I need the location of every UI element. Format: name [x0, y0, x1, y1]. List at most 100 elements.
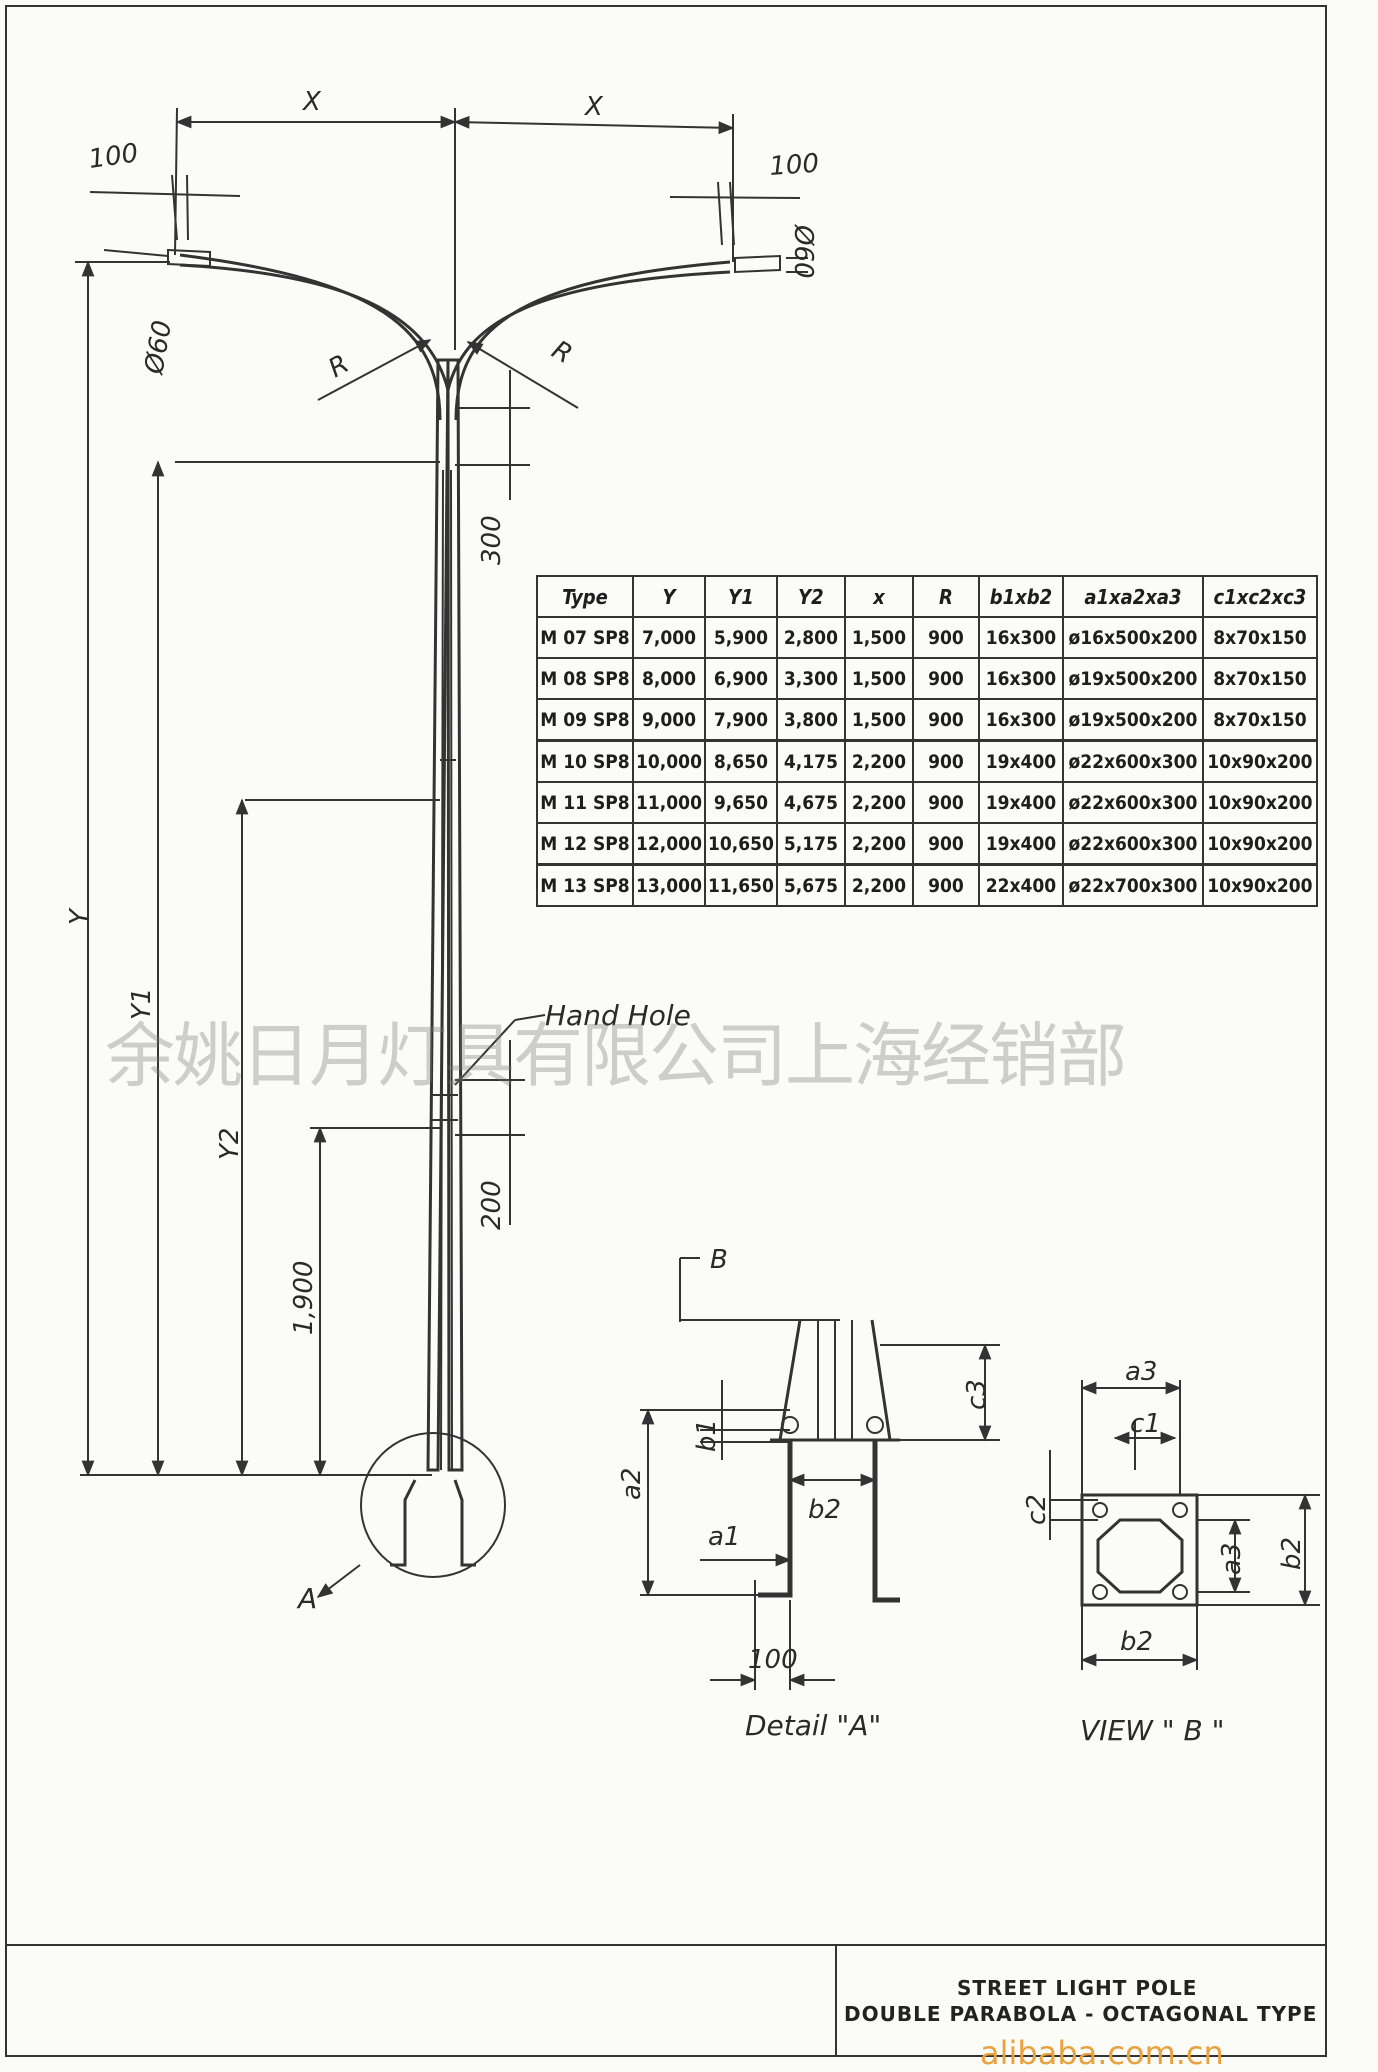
table-cell: ø22x600x300 [1061, 739, 1204, 783]
table-cell: 10x90x200 [1201, 822, 1318, 866]
th-type: Type [536, 575, 634, 618]
spec-table: Type Y Y1 Y2 x R b1xb2 a1xa2xa3 c1xc2xc3… [536, 575, 1318, 907]
table-cell: 900 [911, 616, 980, 659]
sheet-border [5, 5, 1327, 2057]
table-cell: 1,500 [843, 657, 914, 700]
table-cell: 3,800 [775, 698, 846, 742]
table-cell: ø22x600x300 [1061, 822, 1204, 866]
th-c: c1xc2xc3 [1201, 575, 1318, 618]
table-cell: 10,650 [703, 822, 778, 866]
table-cell: 10x90x200 [1201, 863, 1318, 907]
table-cell: 2,200 [843, 739, 914, 783]
table-cell: 10x90x200 [1201, 781, 1318, 824]
view-b2-bottom: b2 [1120, 1627, 1153, 1657]
base-anchor-small [390, 1479, 476, 1567]
table-cell: 22x400 [977, 863, 1064, 907]
dim-y1: Y1 [127, 988, 157, 1020]
table-cell: 16x300 [977, 657, 1064, 700]
pole [426, 358, 464, 1472]
table-cell: 900 [911, 822, 980, 866]
dim-dia-right: Ø60 [788, 224, 818, 279]
th-a: a1xa2xa3 [1061, 575, 1204, 618]
detail-a-drawing [640, 1257, 1000, 1690]
table-cell: 1,500 [843, 698, 914, 742]
dim-200: 200 [477, 1180, 507, 1230]
detail-a2: a2 [617, 1468, 647, 1500]
table-cell: 16x300 [977, 616, 1064, 659]
table-cell: 900 [911, 657, 980, 700]
detail-c3: c3 [962, 1379, 992, 1410]
dim-100-left: 100 [87, 138, 140, 175]
table-cell: 11,000 [632, 781, 706, 824]
table-cell: ø16x500x200 [1061, 616, 1204, 659]
detail-a-circle [360, 1432, 506, 1578]
view-c2: c2 [1022, 1494, 1052, 1525]
table-cell: 3,300 [775, 657, 846, 700]
pole-arms [167, 248, 781, 421]
table-cell: 1,500 [843, 616, 914, 659]
th-b: b1xb2 [977, 575, 1064, 618]
view-b-caption: VIEW " B " [1080, 1714, 1224, 1747]
table-cell: M 11 SP8 [536, 781, 634, 824]
detail-a1: a1 [708, 1522, 740, 1552]
dim-1900: 1,900 [289, 1261, 319, 1335]
table-cell: 4,175 [775, 739, 846, 783]
detail-100: 100 [748, 1645, 798, 1675]
th-y: Y [632, 575, 706, 618]
table-cell: 7,900 [703, 698, 778, 742]
table-cell: 8x70x150 [1201, 698, 1318, 742]
table-cell: 10x90x200 [1201, 739, 1318, 783]
table-cell: 5,900 [703, 616, 778, 659]
table-cell: 4,675 [775, 781, 846, 824]
table-cell: 9,650 [703, 781, 778, 824]
table-cell: 900 [911, 739, 980, 783]
dim-dia-left: Ø60 [139, 318, 178, 377]
table-cell: 13,000 [632, 863, 706, 907]
title-block-title: STREET LIGHT POLE [957, 1976, 1198, 2000]
detail-b2: b2 [808, 1495, 841, 1525]
table-cell: 12,000 [632, 822, 706, 866]
dim-r-left: R [324, 349, 355, 384]
th-r: R [911, 575, 980, 618]
table-cell: 11,650 [703, 863, 778, 907]
dim-y: Y [65, 907, 95, 925]
detail-a-marker: A [296, 1582, 317, 1615]
table-cell: 900 [911, 781, 980, 824]
table-cell: ø22x600x300 [1061, 781, 1204, 824]
table-cell: ø19x500x200 [1061, 698, 1204, 742]
table-cell: 9,000 [632, 698, 706, 742]
table-cell: 2,800 [775, 616, 846, 659]
th-y2: Y2 [775, 575, 846, 618]
watermark-text: 余姚日月灯具有限公司上海经销部 [105, 1015, 1127, 1097]
table-cell: ø22x700x300 [1061, 863, 1204, 907]
detail-a-caption: Detail "A" [745, 1709, 881, 1742]
table-cell: 6,900 [703, 657, 778, 700]
detail-b1: b1 [692, 1419, 722, 1452]
dim-x-left: X [301, 87, 322, 117]
table-cell: 19x400 [977, 739, 1064, 783]
table-cell: 19x400 [977, 822, 1064, 866]
alibaba-watermark: alibaba.com.cn [980, 2034, 1224, 2072]
table-cell: 5,175 [775, 822, 846, 866]
table-cell: 2,200 [843, 781, 914, 824]
th-x: x [843, 575, 914, 618]
table-cell: M 10 SP8 [536, 739, 634, 783]
table-cell: M 09 SP8 [536, 698, 634, 742]
table-cell: 19x400 [977, 781, 1064, 824]
detail-b-marker: B [710, 1245, 728, 1275]
table-cell: 8,000 [632, 657, 706, 700]
table-cell: M 12 SP8 [536, 822, 634, 866]
table-cell: 7,000 [632, 616, 706, 659]
th-y1: Y1 [703, 575, 778, 618]
table-cell: 8x70x150 [1201, 657, 1318, 700]
table-cell: 5,675 [775, 863, 846, 907]
table-cell: ø19x500x200 [1061, 657, 1204, 700]
dim-r-right: R [547, 335, 578, 370]
table-cell: 2,200 [843, 863, 914, 907]
